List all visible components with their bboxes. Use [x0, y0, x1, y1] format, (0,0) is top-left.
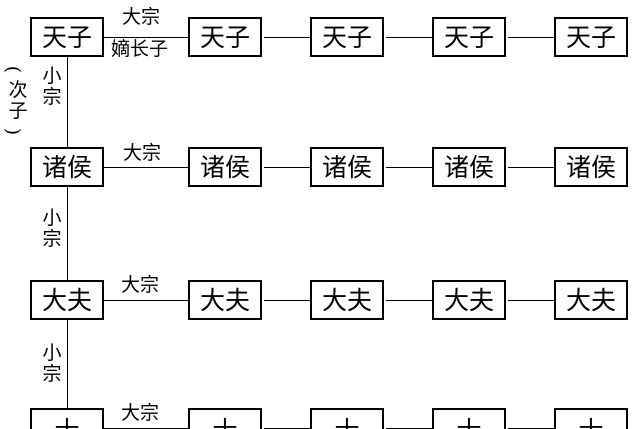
edge-label-dazong: 大宗: [123, 142, 162, 164]
node-zhuhou-2: 诸侯: [188, 147, 262, 187]
edge-label-dizhangzi: 嫡长子: [111, 38, 169, 60]
node-dafu-2: 大夫: [188, 280, 262, 320]
node-dafu-3: 大夫: [310, 280, 384, 320]
edge-line: [104, 300, 188, 301]
node-tianzi-5: 天子: [554, 17, 628, 57]
node-dafu-5: 大夫: [554, 280, 628, 320]
vertical-label-xiaozong: 小 宗: [42, 65, 62, 108]
edge-line: [67, 320, 68, 408]
edge-line: [264, 300, 310, 301]
node-shi-1: 士: [30, 408, 104, 429]
node-shi-5: 士: [554, 408, 628, 429]
edge-line: [508, 300, 554, 301]
vertical-label-xiaozong: 小 宗: [42, 342, 62, 385]
node-tianzi-1: 天子: [30, 17, 104, 57]
edge-line: [508, 167, 554, 168]
edge-line: [104, 167, 188, 168]
node-zhuhou-3: 诸侯: [310, 147, 384, 187]
node-shi-2: 士: [188, 408, 262, 429]
node-zhuhou-5: 诸侯: [554, 147, 628, 187]
note-open-paren: (: [2, 65, 25, 74]
node-tianzi-4: 天子: [432, 17, 506, 57]
vertical-label-xiaozong: 小 宗: [42, 207, 62, 250]
edge-label-dazong: 大宗: [121, 274, 160, 296]
node-zhuhou-1: 诸侯: [30, 147, 104, 187]
edge-line: [67, 187, 68, 280]
node-shi-3: 士: [310, 408, 384, 429]
edge-label-dazong: 大宗: [121, 402, 160, 424]
edge-line: [264, 37, 310, 38]
node-zhuhou-4: 诸侯: [432, 147, 506, 187]
edge-line: [508, 37, 554, 38]
edge-label-dazong: 大宗: [122, 6, 161, 28]
edge-line: [264, 167, 310, 168]
edge-line: [104, 37, 188, 38]
note-close-paren: ): [2, 127, 25, 136]
edge-line: [67, 57, 68, 147]
edge-line: [386, 167, 432, 168]
node-dafu-1: 大夫: [30, 280, 104, 320]
node-tianzi-3: 天子: [310, 17, 384, 57]
node-dafu-4: 大夫: [432, 280, 506, 320]
vertical-note-cizi: 次 子: [8, 79, 28, 122]
node-shi-4: 士: [432, 408, 506, 429]
edge-line: [386, 37, 432, 38]
edge-line: [386, 300, 432, 301]
node-tianzi-2: 天子: [188, 17, 262, 57]
